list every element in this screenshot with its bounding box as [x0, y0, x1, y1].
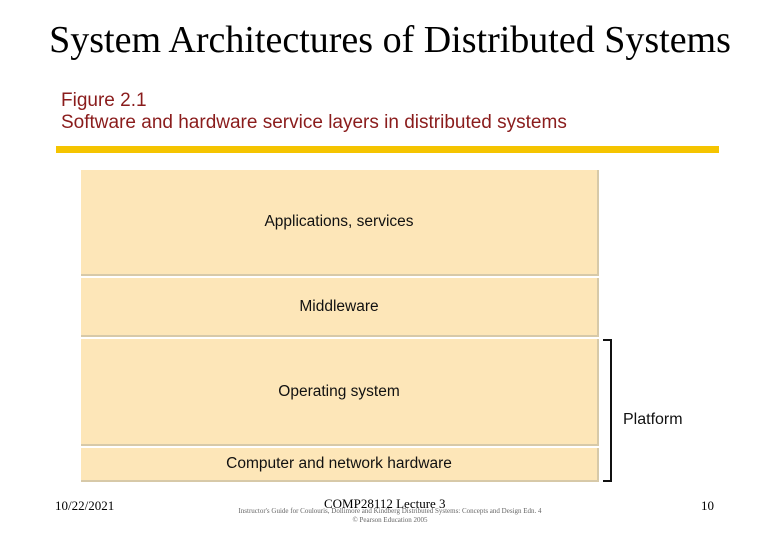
figure-caption: Software and hardware service layers in … [61, 112, 567, 133]
credit-line-1: Instructor's Guide for Coulouris, Dollim… [238, 507, 542, 515]
layer-stack: Applications, services Middleware Operat… [81, 170, 599, 482]
platform-bracket [603, 339, 612, 482]
credit-line-2: © Pearson Education 2005 [352, 516, 428, 524]
caption-rule [56, 146, 719, 153]
layer-hardware: Computer and network hardware [81, 448, 599, 482]
layer-operating-system: Operating system [81, 339, 599, 446]
footer-course: COMP28112 Lecture 3 [324, 496, 446, 511]
platform-label: Platform [623, 411, 683, 428]
layer-middleware: Middleware [81, 278, 599, 337]
figure-number: Figure 2.1 [61, 90, 147, 111]
layer-applications: Applications, services [81, 170, 599, 276]
footer-date: 10/22/2021 [55, 498, 115, 513]
footer-page-number: 10 [701, 498, 714, 513]
credit-text: Instructor's Guide for Coulouris, Dollim… [0, 507, 780, 525]
slide-title: System Architectures of Distributed Syst… [49, 19, 731, 61]
